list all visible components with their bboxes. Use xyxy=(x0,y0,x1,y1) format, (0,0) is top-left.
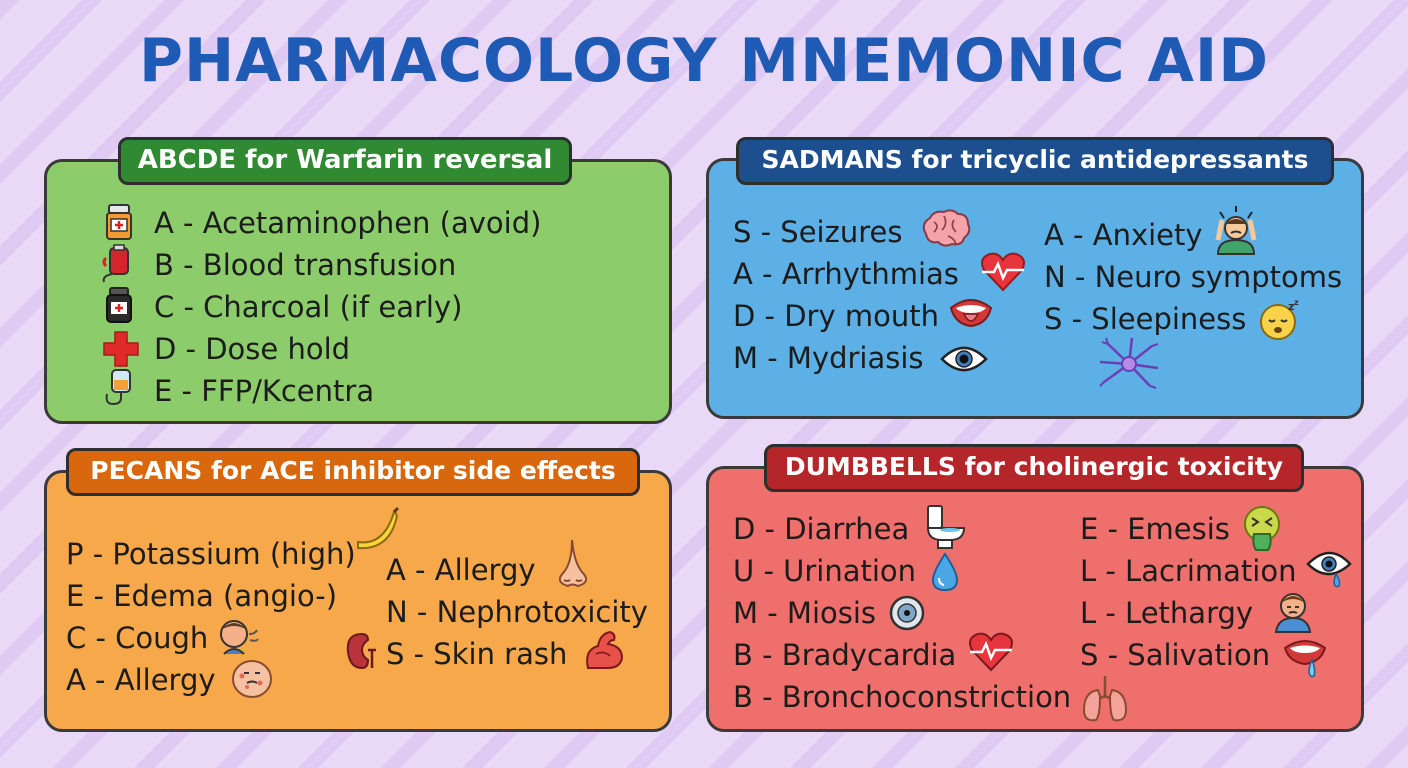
chol-item-l-lethargy: L - Lethargy xyxy=(1080,596,1254,630)
heart-ecg-icon xyxy=(969,632,1013,672)
nose-icon xyxy=(558,539,588,588)
anxious-person-icon xyxy=(1215,206,1257,255)
svg-text:z: z xyxy=(1288,300,1294,313)
red-cross-icon xyxy=(103,331,139,367)
chol-item-e-emesis: E - Emesis xyxy=(1080,512,1230,546)
sleepy-face-icon: z z xyxy=(1260,298,1299,340)
ace-item-p-potassium: P - Potassium (high) xyxy=(66,537,356,571)
ace-item-a-allergy-2: A - Allergy xyxy=(386,553,536,587)
brain-icon xyxy=(922,209,971,247)
warfarin-item-d: D - Dose hold xyxy=(154,332,351,366)
water-drop-icon xyxy=(931,552,959,592)
warfarin-item-c: C - Charcoal (if early) xyxy=(154,290,463,324)
tca-card xyxy=(706,158,1364,419)
swollen-face-icon xyxy=(232,660,272,698)
small-pupil-eye-icon xyxy=(889,595,925,631)
warfarin-item-b: B - Blood transfusion xyxy=(154,248,457,282)
banana-icon xyxy=(357,506,400,550)
tca-heading: SADMANS for tricyclic antidepressants xyxy=(736,137,1334,185)
tired-person-icon xyxy=(1274,593,1312,633)
chol-item-b-bradycardia: B - Bradycardia xyxy=(733,638,957,672)
chol-item-l-lacrimation: L - Lacrimation xyxy=(1080,554,1297,588)
ace-heading: PECANS for ACE inhibitor side effects xyxy=(66,448,640,496)
iv-bag-icon xyxy=(105,369,131,406)
warfarin-heading: ABCDE for Warfarin reversal xyxy=(118,137,572,185)
chol-item-m-miosis: M - Miosis xyxy=(733,596,877,630)
mouth-icon xyxy=(949,299,993,328)
tca-item-s-sleepiness: S - Sleepiness xyxy=(1044,302,1247,336)
chol-item-s-salivation: S - Salivation xyxy=(1080,638,1271,672)
lungs-icon xyxy=(1082,676,1128,722)
page-title: PHARMACOLOGY MNEMONIC AID xyxy=(138,26,1270,96)
tearing-eye-icon xyxy=(1306,551,1352,588)
ace-item-e-edema: E - Edema (angio-) xyxy=(66,579,338,613)
cholinergic-heading: DUMBBELLS for cholinergic toxicity xyxy=(764,444,1304,492)
charcoal-jar-icon xyxy=(106,287,132,323)
ace-item-a-allergy: A - Allergy xyxy=(66,663,216,697)
neuron-icon xyxy=(1099,337,1159,389)
flexed-arm-icon xyxy=(586,630,624,669)
coughing-person-icon xyxy=(220,620,259,655)
ace-item-n-nephrotoxicity: N - Nephrotoxicity xyxy=(386,595,648,629)
toilet-icon xyxy=(926,505,966,549)
tca-item-a-arrhythmias: A - Arrhythmias xyxy=(733,257,959,291)
tca-item-s-seizures: S - Seizures xyxy=(733,215,903,249)
warfarin-item-a: A - Acetaminophen (avoid) xyxy=(154,206,542,240)
warfarin-item-e: E - FFP/Kcentra xyxy=(154,374,375,408)
blood-bag-icon xyxy=(102,244,129,283)
svg-text:z: z xyxy=(1294,298,1299,307)
ace-item-c-cough: C - Cough xyxy=(66,621,209,655)
tca-item-d-dry-mouth: D - Dry mouth xyxy=(733,299,939,333)
vomiting-face-icon xyxy=(1244,506,1280,551)
tca-item-n-neuro: N - Neuro symptoms xyxy=(1044,260,1343,294)
tca-item-a-anxiety: A - Anxiety xyxy=(1044,218,1203,252)
drooling-mouth-icon xyxy=(1283,640,1327,678)
tca-item-m-mydriasis: M - Mydriasis xyxy=(733,341,924,375)
chol-item-b-bronchoconstriction: B - Bronchoconstriction xyxy=(733,680,1072,714)
kidney-icon xyxy=(346,632,376,670)
pill-bottle-icon xyxy=(106,204,132,240)
heart-ecg-icon xyxy=(981,252,1025,292)
chol-item-d-diarrhea: D - Diarrhea xyxy=(733,512,910,546)
warfarin-card xyxy=(44,159,672,424)
eye-icon xyxy=(940,346,988,372)
chol-item-u-urination: U - Urination xyxy=(733,554,917,588)
ace-item-s-skin-rash: S - Skin rash xyxy=(386,637,568,671)
